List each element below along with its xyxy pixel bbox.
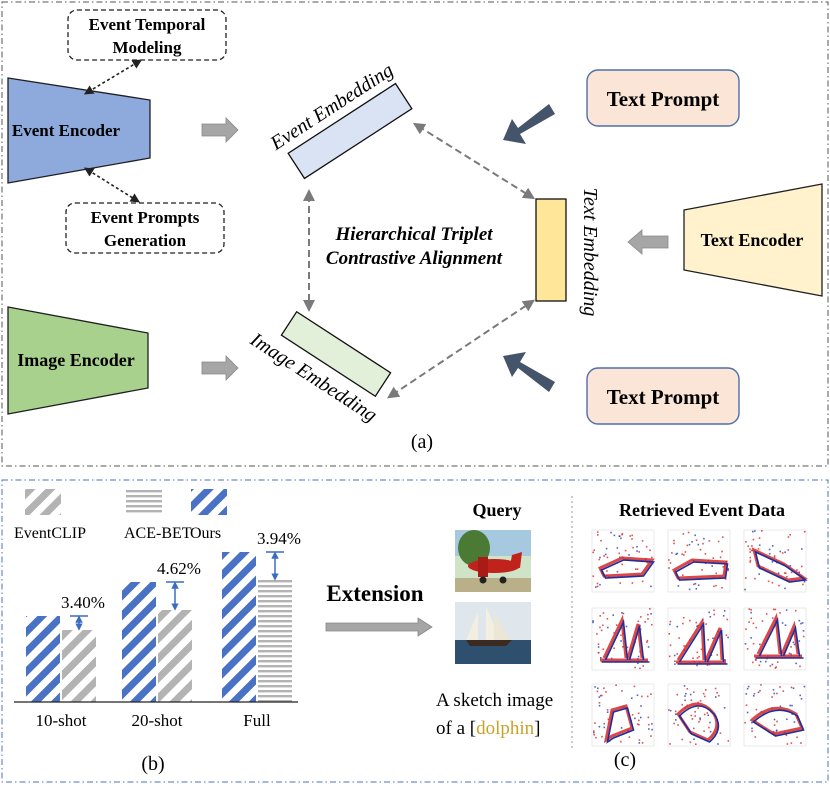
prompts-link-arrow (83, 167, 141, 203)
legend-swatch-ours (191, 489, 227, 515)
text-embedding-bar (535, 198, 567, 302)
text-prompt-top-box (586, 69, 740, 127)
event-encoder-label: Event Encoder (12, 121, 121, 140)
event-embedding-bar (287, 82, 413, 180)
bar-eventclip-0 (62, 630, 96, 702)
diff-label-0: 3.40% (61, 593, 105, 612)
text-prompt-top-label: Text Prompt (607, 87, 720, 111)
text-encoder-label: Text Encoder (701, 230, 804, 250)
bar-chart: 3.40% 10-shot 4.62% 20-shot 3.94% Full (14, 529, 301, 730)
panel-a-frame (1, 1, 829, 467)
text-flow-arrow (627, 229, 669, 255)
event-temporal-modeling-box (67, 9, 227, 61)
panel-b-caption: (b) (141, 753, 164, 775)
text-prompt-bottom-label: Text Prompt (607, 385, 720, 409)
category-label-1: 20-shot (132, 711, 183, 730)
sketch-caption-line1: A sketch image (436, 690, 553, 711)
text-encoder-block (683, 183, 823, 297)
bar-ours-2 (222, 552, 256, 702)
retrieved-event-thumb-3 (591, 607, 655, 671)
event-prompts-label: Event Prompts (91, 208, 200, 227)
retrieved-event-thumb-1 (667, 529, 731, 593)
prompt-top-arrow (503, 104, 555, 144)
image-encoder-block (7, 306, 149, 415)
extension-arrow (325, 617, 433, 637)
query-ship-image (455, 602, 531, 664)
event-text-alignment-arrow (412, 122, 536, 200)
legend-swatch-acebet (126, 489, 162, 515)
retrieved-event-thumb-5 (743, 607, 807, 671)
text-embedding-label: Text Embedding (579, 188, 601, 317)
diff-label-2: 3.94% (257, 529, 301, 548)
bar-acebet-2 (258, 580, 292, 702)
event-flow-arrow (201, 117, 239, 143)
retrieved-event-thumb-4 (667, 607, 731, 671)
event-temporal-label: Event Temporal (89, 15, 206, 34)
bar-eventclip-1 (158, 610, 192, 702)
category-label-0: 10-shot (36, 711, 87, 730)
contrastive-alignment-label: Contrastive Alignment (326, 248, 503, 269)
retrieved-event-grid (591, 529, 809, 747)
sketch-caption-line2: of a [dolphin] (436, 718, 540, 739)
legend-label-eventclip: EventCLIP (14, 525, 86, 542)
image-text-alignment-arrow (387, 299, 535, 399)
event-prompts-box (65, 202, 225, 254)
extension-label: Extension (326, 581, 423, 606)
prompt-bottom-arrow (503, 352, 555, 392)
text-prompt-bottom-box (586, 367, 740, 425)
panel-a-caption: (a) (411, 431, 433, 453)
legend-label-ours: Ours (190, 525, 221, 542)
category-label-2: Full (243, 711, 271, 730)
retrieved-event-thumb-2 (743, 529, 809, 593)
retrieved-event-thumb-0 (591, 529, 655, 593)
panel-c-caption: (c) (614, 749, 636, 771)
event-prompts-label-2: Generation (104, 231, 187, 250)
bar-ours-1 (122, 582, 156, 702)
legend-label-acebet: ACE-BET (124, 525, 192, 542)
event-temporal-label-2: Modeling (113, 38, 182, 57)
panel-bc-frame (1, 479, 829, 783)
temporal-link-arrow (83, 59, 143, 95)
retrieved-title: Retrieved Event Data (619, 500, 785, 520)
retrieved-event-thumb-7 (667, 683, 731, 747)
legend-swatch-eventclip (25, 489, 61, 515)
bar-ours-0 (26, 616, 60, 702)
retrieved-event-thumb-8 (743, 683, 807, 747)
image-flow-arrow (201, 355, 239, 381)
image-embedding-bar (280, 310, 392, 398)
image-encoder-label: Image Encoder (17, 350, 134, 370)
query-airplane-image (455, 530, 531, 592)
query-title: Query (473, 500, 522, 520)
hierarchical-triplet-label: Hierarchical Triplet (334, 224, 493, 245)
diff-label-1: 4.62% (157, 559, 201, 578)
retrieved-event-thumb-6 (591, 683, 655, 747)
